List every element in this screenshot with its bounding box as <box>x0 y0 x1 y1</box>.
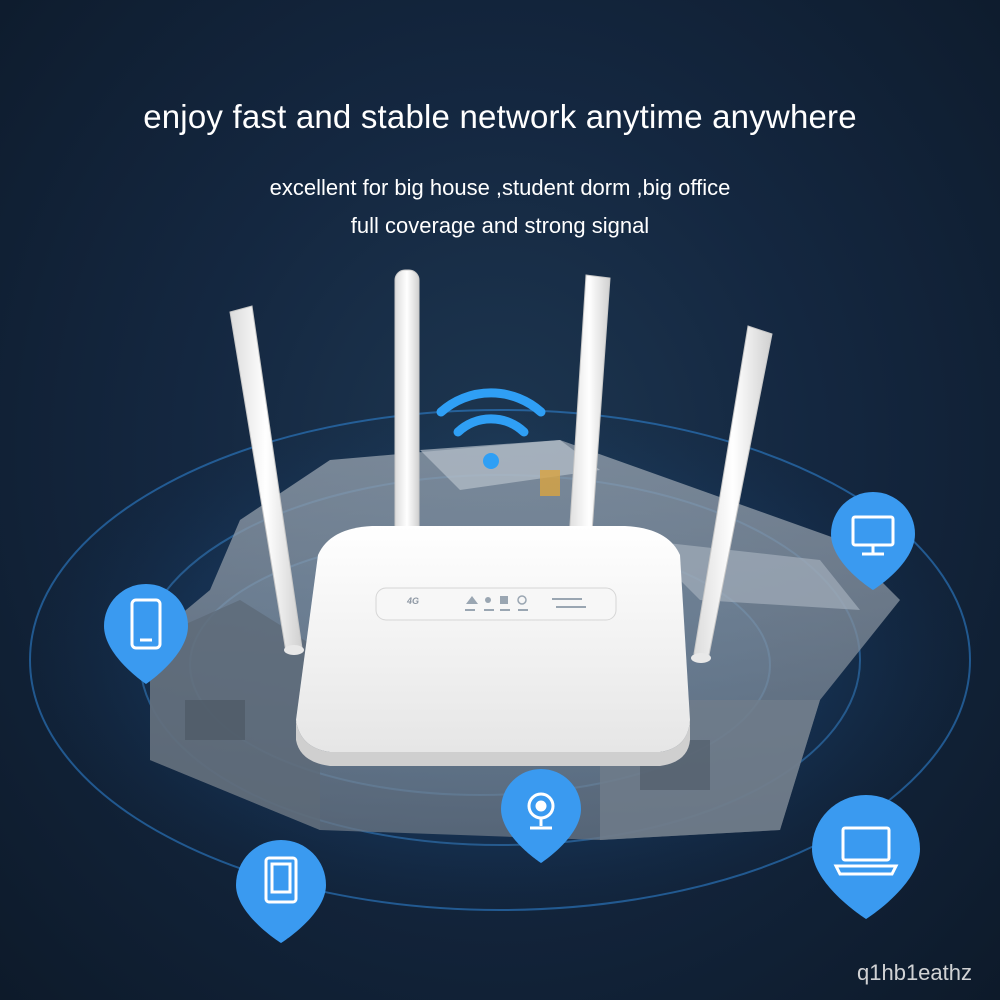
antenna-far-left <box>229 305 304 655</box>
pin-smartphone <box>104 584 188 684</box>
antenna-center-left <box>394 269 420 571</box>
monitor-icon <box>851 515 895 556</box>
smartphone-icon <box>130 598 162 650</box>
pin-monitor <box>831 492 915 590</box>
watermark: q1hb1eathz <box>857 960 972 985</box>
router-body <box>296 526 690 766</box>
wifi-icon <box>436 388 546 469</box>
webcam-icon <box>527 792 555 830</box>
subheadline-line-2: full coverage and strong signal <box>350 213 650 238</box>
pin-laptop <box>812 795 920 919</box>
pin-tablet <box>236 840 326 943</box>
laptop-icon <box>833 826 899 876</box>
pin-webcam <box>501 769 581 863</box>
indicator-lights <box>465 595 586 611</box>
router-4g-badge: 4G <box>407 596 420 606</box>
antenna-far-right <box>691 325 773 663</box>
subheadline-line-1: excellent for big house ,student dorm ,b… <box>269 175 731 200</box>
headline: enjoy fast and stable network anytime an… <box>143 98 857 135</box>
tablet-icon <box>264 856 298 904</box>
